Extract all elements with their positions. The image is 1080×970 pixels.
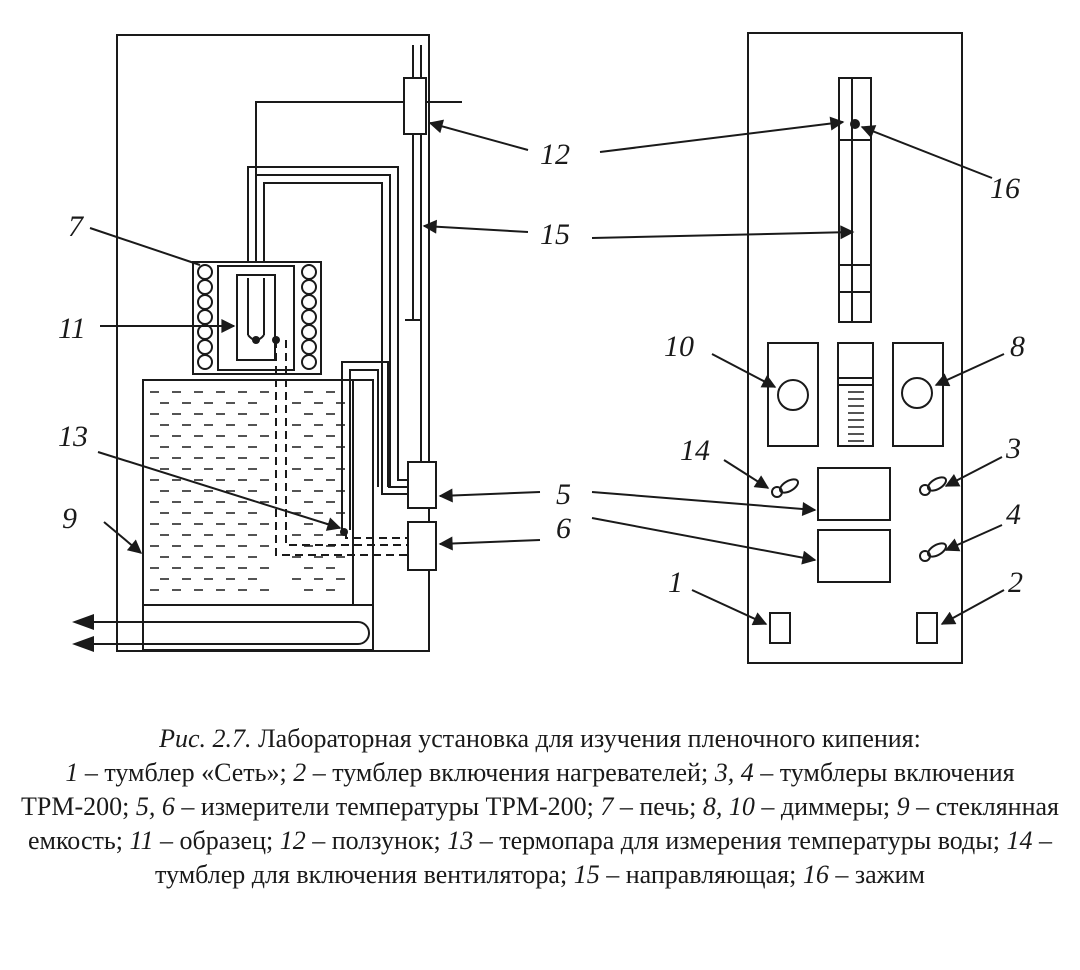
gauge bbox=[837, 342, 874, 447]
label-2: 2 bbox=[1008, 566, 1023, 599]
caption-num: 1 bbox=[65, 758, 79, 787]
caption-num: 8, 10 bbox=[702, 792, 755, 821]
caption-text: – диммеры; bbox=[754, 792, 897, 821]
caption-title: Лабораторная установка для изучения плен… bbox=[251, 724, 921, 753]
label-9: 9 bbox=[62, 502, 77, 535]
caption-text: – печь; bbox=[613, 792, 703, 821]
label-1: 1 bbox=[668, 566, 683, 599]
label-13: 13 bbox=[58, 420, 88, 453]
caption-text: – тумблеры включения ТРМ-200; bbox=[21, 758, 1015, 821]
label-3: 3 bbox=[1005, 432, 1021, 465]
label-4: 4 bbox=[1006, 498, 1021, 531]
label-8: 8 bbox=[1010, 330, 1025, 363]
label-6: 6 bbox=[556, 512, 571, 545]
caption-text: – тумблер включения нагревателей; bbox=[306, 758, 715, 787]
lab-setup-diagram: 12 16 15 7 11 13 9 5 6 10 8 14 3 4 1 2 bbox=[58, 32, 1025, 664]
guide-column bbox=[838, 77, 872, 323]
slider-block bbox=[403, 77, 427, 135]
label-11: 11 bbox=[58, 312, 86, 345]
caption-num: 15 bbox=[573, 860, 600, 889]
meter-5 bbox=[407, 461, 437, 509]
sample bbox=[236, 274, 276, 361]
caption-text: – тумблер для включения вентилятора; bbox=[155, 826, 1052, 889]
furnace-coils bbox=[197, 264, 317, 370]
toggle-4 bbox=[919, 542, 948, 562]
caption-num: 3, 4 bbox=[714, 758, 754, 787]
caption-num: 9 bbox=[896, 792, 910, 821]
caption-num: 12 bbox=[279, 826, 306, 855]
caption-num: 2 bbox=[293, 758, 307, 787]
label-16: 16 bbox=[990, 172, 1020, 205]
caption-num: 5, 6 bbox=[135, 792, 175, 821]
caption-text: – направляющая; bbox=[599, 860, 803, 889]
caption-num: 11 bbox=[129, 826, 154, 855]
caption-num: 7 bbox=[600, 792, 614, 821]
caption-text: – образец; bbox=[153, 826, 280, 855]
cooling-pipe bbox=[90, 621, 370, 645]
caption-text: – тумблер «Сеть»; bbox=[78, 758, 294, 787]
caption-text: – термопара для измерения температуры во… bbox=[473, 826, 1007, 855]
dimmer-8 bbox=[892, 342, 944, 447]
switch-1 bbox=[769, 612, 791, 644]
right-panel bbox=[747, 32, 963, 664]
glass-tank bbox=[142, 379, 374, 651]
toggle-14 bbox=[771, 478, 800, 498]
dimmer-10 bbox=[767, 342, 819, 447]
switch-2 bbox=[916, 612, 938, 644]
caption-fig-ref: Рис. 2.7. bbox=[159, 724, 252, 753]
caption-text: – измерители температуры ТРМ-200; bbox=[174, 792, 601, 821]
caption-text: – ползунок; bbox=[305, 826, 448, 855]
display-5 bbox=[817, 467, 891, 521]
label-7: 7 bbox=[68, 210, 85, 243]
display-6 bbox=[817, 529, 891, 583]
label-15: 15 bbox=[540, 218, 570, 251]
figure-caption: Рис. 2.7. Лабораторная установка для изу… bbox=[20, 722, 1060, 892]
label-5: 5 bbox=[556, 478, 571, 511]
caption-num: 16 bbox=[802, 860, 829, 889]
caption-num: 13 bbox=[447, 826, 474, 855]
meter-6 bbox=[407, 521, 437, 571]
label-10: 10 bbox=[664, 330, 694, 363]
caption-text: – стеклянная емкость; bbox=[28, 792, 1059, 855]
label-12-left: 12 bbox=[540, 138, 570, 171]
water bbox=[150, 391, 345, 591]
caption-text: – зажим bbox=[828, 860, 925, 889]
caption-num: 14 bbox=[1006, 826, 1033, 855]
label-14: 14 bbox=[680, 434, 710, 467]
toggle-3 bbox=[919, 476, 948, 496]
